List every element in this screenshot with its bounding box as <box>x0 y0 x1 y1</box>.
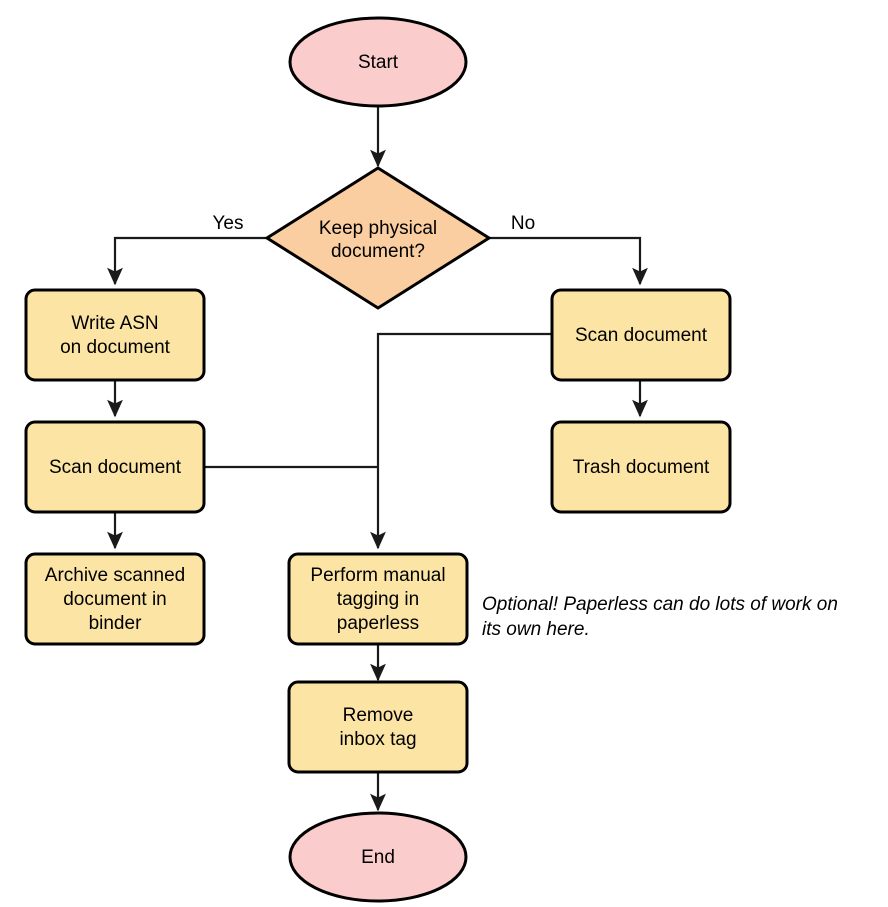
edge-label-yes: Yes <box>213 213 244 234</box>
edge-scan-right-to-tagging <box>370 332 552 550</box>
end-label: End <box>361 847 395 868</box>
scan-document-left-box <box>24 420 206 514</box>
archive-label-line3: binder <box>89 613 142 634</box>
tagging-label-line3: paperless <box>337 613 419 634</box>
start-label: Start <box>358 52 399 73</box>
node-archive-scanned-document[interactable]: Archive scanned document in binder <box>24 552 206 646</box>
edge-layer <box>107 101 648 812</box>
archive-box <box>24 552 206 646</box>
node-end[interactable]: End <box>288 811 468 903</box>
scan-document-right-box <box>550 288 732 382</box>
edge-label-no: No <box>511 213 535 234</box>
remove-inbox-label-line1: Remove <box>343 705 414 726</box>
archive-label-line1: Archive scanned <box>45 565 185 586</box>
scan-document-right-label: Scan document <box>575 325 708 346</box>
edge-label-layer: Yes No <box>213 213 536 234</box>
start-ellipse <box>288 16 468 108</box>
node-trash-document[interactable]: Trash document <box>550 420 732 514</box>
decision-label-line2: document? <box>331 241 425 262</box>
write-asn-label-line2: on document <box>60 337 171 358</box>
decision-diamond <box>264 166 492 310</box>
annotation-line2: its own here. <box>482 619 590 640</box>
write-asn-box <box>24 288 206 382</box>
node-perform-manual-tagging[interactable]: Perform manual tagging in paperless <box>287 552 469 646</box>
archive-label-line2: document in <box>63 589 167 610</box>
tagging-label-line1: Perform manual <box>310 565 445 586</box>
node-scan-document-right[interactable]: Scan document <box>550 288 732 382</box>
annotation-optional-paperless: Optional! Paperless can do lots of work … <box>482 594 838 640</box>
node-start[interactable]: Start <box>288 16 468 108</box>
decision-label-line1: Keep physical <box>319 218 437 239</box>
trash-document-box <box>550 420 732 514</box>
trash-document-label: Trash document <box>573 457 710 478</box>
remove-inbox-label-line2: inbox tag <box>339 729 416 750</box>
write-asn-label-line1: Write ASN <box>71 313 158 334</box>
end-ellipse <box>288 811 468 903</box>
edge-decision-yes-to-write-asn <box>107 236 268 286</box>
node-keep-physical-document-decision[interactable]: Keep physical document? <box>264 166 492 310</box>
edge-decision-no-to-scan-right <box>489 236 648 286</box>
tagging-label-line2: tagging in <box>337 589 419 610</box>
remove-inbox-tag-box <box>287 680 469 774</box>
node-remove-inbox-tag[interactable]: Remove inbox tag <box>287 680 469 774</box>
node-scan-document-left[interactable]: Scan document <box>24 420 206 514</box>
tagging-box <box>287 552 469 646</box>
node-write-asn[interactable]: Write ASN on document <box>24 288 206 382</box>
scan-document-left-label: Scan document <box>49 457 182 478</box>
annotation-line1: Optional! Paperless can do lots of work … <box>482 594 838 615</box>
